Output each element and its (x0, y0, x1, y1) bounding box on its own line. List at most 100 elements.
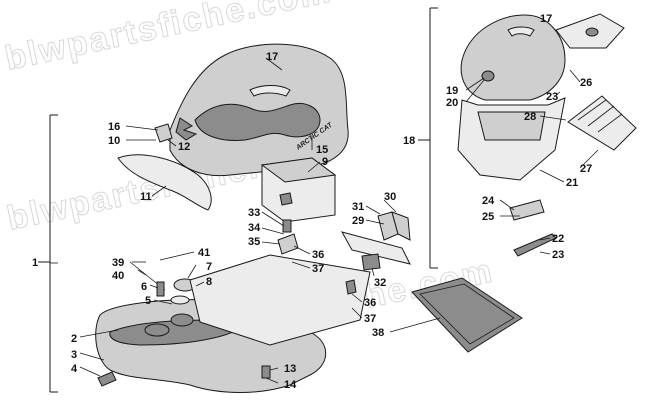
leader-36b (351, 293, 363, 303)
seat-handle (249, 85, 291, 97)
storage-seat-knob (481, 70, 495, 82)
leader-7 (187, 264, 197, 279)
callout-22: 22 (552, 233, 564, 245)
storage-bag-emblem (279, 192, 293, 206)
seat-trim-piece (117, 154, 212, 211)
callout-9: 9 (322, 156, 328, 168)
leader-11 (151, 185, 167, 197)
leader-34 (261, 227, 285, 235)
callout-19: 19 (446, 85, 458, 97)
callout-29: 29 (352, 215, 364, 227)
callout-31: 31 (352, 201, 364, 213)
leader-38 (389, 317, 441, 333)
fastener-36 (345, 279, 357, 295)
leader-16 (125, 125, 159, 131)
callout-28: 28 (524, 111, 536, 123)
callout-10: 10 (108, 135, 120, 147)
floor-mat-border (419, 283, 515, 345)
bracket-group-18 (418, 7, 438, 269)
floor-mat-body (411, 277, 523, 353)
storage-seat-assembly (457, 14, 566, 181)
leader-9 (307, 161, 321, 173)
callout-30: 30 (384, 191, 396, 203)
storage-seat-handle (507, 26, 535, 37)
leader-37 (291, 261, 311, 269)
latch-rail (340, 231, 411, 265)
callout-3: 3 (71, 349, 77, 361)
leader-32 (371, 267, 375, 277)
callout-17: 17 (266, 51, 278, 63)
storage-bag-top (260, 157, 337, 183)
callout-21: 21 (566, 177, 578, 189)
callout-26: 26 (580, 77, 592, 89)
callout-24: 24 (482, 195, 495, 207)
leader-28 (539, 115, 567, 121)
leader-lines (50, 57, 599, 384)
leader-33 (261, 211, 285, 227)
callout-35: 35 (248, 236, 260, 248)
callout-4: 4 (71, 363, 78, 375)
callout-39: 39 (112, 257, 124, 269)
leader-35 (261, 241, 281, 245)
leader-21 (539, 169, 565, 183)
callout-labels: 1 2 3 4 5 6 7 8 9 10 11 12 13 14 15 16 1… (32, 13, 592, 391)
callout-32: 32 (374, 277, 386, 289)
bracket-24 (509, 199, 545, 221)
leader-14 (265, 377, 279, 384)
callout-8: 8 (206, 276, 212, 288)
strap-22 (513, 233, 557, 257)
storage-tray-inner (477, 111, 546, 141)
leader-41 (159, 251, 195, 261)
leader-36 (293, 245, 311, 255)
callout-23-upper: 23 (546, 91, 558, 103)
leader-4 (79, 366, 101, 377)
latch-hook (361, 253, 381, 271)
leader-37b (351, 307, 363, 319)
callout-25: 25 (482, 211, 494, 223)
leader-8 (195, 281, 205, 287)
callout-6: 6 (141, 281, 147, 293)
bolt-33 (282, 219, 292, 233)
callout-40: 40 (112, 270, 124, 282)
seat-assembly: ARCTIC CAT (154, 43, 349, 177)
callout-12: 12 (178, 141, 190, 153)
bracket-group-1 (38, 114, 58, 393)
leader-20 (465, 79, 485, 103)
leader-23b (553, 91, 561, 98)
callout-5: 5 (145, 295, 151, 307)
callout-14: 14 (284, 379, 297, 391)
fuel-tank-opening (144, 323, 170, 337)
fuel-cap-neck (170, 313, 194, 327)
callout-20: 20 (446, 97, 458, 109)
screw-13 (261, 365, 271, 379)
callout-37-lower: 37 (364, 313, 376, 325)
leader-40 (137, 269, 147, 276)
leader-31 (365, 205, 381, 215)
leader-5 (153, 299, 173, 305)
callout-33: 33 (248, 207, 260, 219)
leader-12 (167, 139, 177, 147)
drain-plug (97, 371, 117, 387)
callout-23: 23 (552, 249, 564, 261)
storage-bag (260, 157, 337, 223)
storage-liner-27 (567, 95, 637, 151)
seat-latch (154, 123, 173, 143)
callout-41: 41 (198, 247, 210, 259)
callout-13: 13 (284, 363, 296, 375)
callout-27: 27 (580, 163, 592, 175)
callout-11: 11 (140, 191, 152, 203)
seat-body (169, 43, 349, 177)
leader-30 (383, 199, 397, 213)
leader-17 (265, 57, 283, 71)
leader-19 (465, 77, 485, 91)
latch-block-side (391, 211, 411, 241)
bracket-35 (277, 233, 299, 255)
leader-6 (149, 284, 159, 289)
leader-2 (79, 329, 119, 338)
cover-plate-hole (585, 27, 599, 37)
leader-26 (569, 69, 581, 83)
callout-36-lower: 36 (364, 297, 376, 309)
leader-3 (79, 352, 105, 361)
